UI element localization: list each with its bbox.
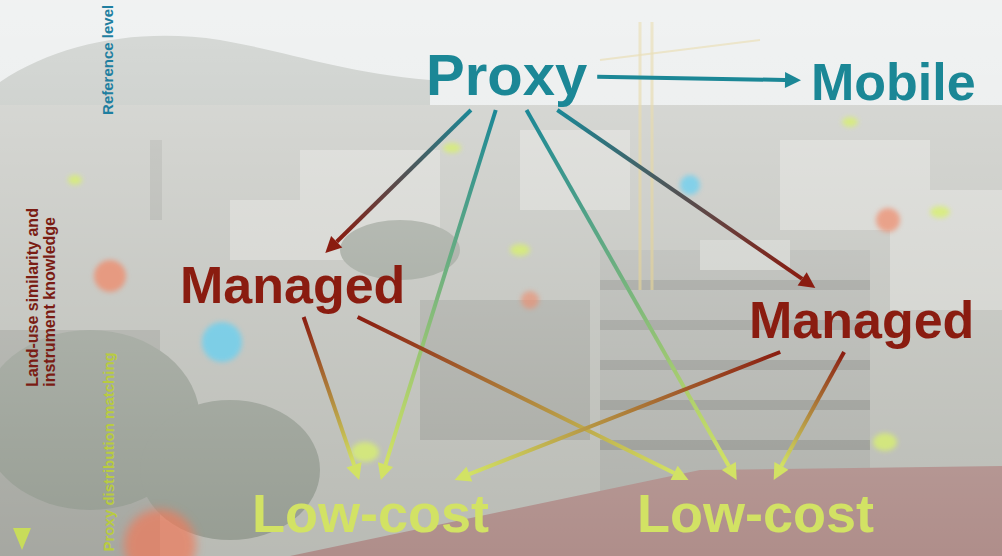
axis-label: Land-use similarity and instrument knowl… [25,157,59,387]
scale-arrow-head [13,528,31,550]
scale-arrow-line [20,6,24,530]
node-label: Proxy [426,46,587,104]
node-label: Low-cost [252,486,489,540]
node-word: Mobile [803,52,984,112]
connector-line [469,352,780,474]
connector-arrow [325,110,471,253]
arrow-head [671,466,689,480]
node-label: Mobile [811,56,976,108]
connector-line [304,317,354,465]
arrow-head [378,462,393,480]
connector-line [781,352,844,466]
connector-arrow [597,72,801,88]
connector-arrow [304,317,362,480]
connector-arrow [455,352,781,482]
connector-line [597,77,785,80]
axis-label: Reference level [100,5,116,115]
node-word: Low-cost [629,482,882,544]
node-word: Proxy [418,42,595,108]
connector-arrow [526,110,736,480]
arrow-head [785,72,801,88]
arrow-head [722,462,737,480]
arrow-head [455,467,473,482]
node-label: Managed [749,294,974,346]
node-word: Managed [741,290,982,350]
axis-label: Proxy distribution matching [101,352,117,551]
connector-arrow [557,110,815,288]
connector-arrow [774,352,844,480]
node-word: Managed [172,255,413,315]
connector-line [337,110,471,242]
arrow-head [325,236,342,253]
connector-line [557,110,802,279]
arrow-head [774,462,789,480]
arrow-head [347,462,362,480]
arrow-head [798,272,816,288]
connector-line [358,317,675,473]
connector-arrow [358,317,689,480]
node-label: Managed [180,259,405,311]
node-label: Low-cost [637,486,874,540]
node-word: Low-cost [244,482,497,544]
